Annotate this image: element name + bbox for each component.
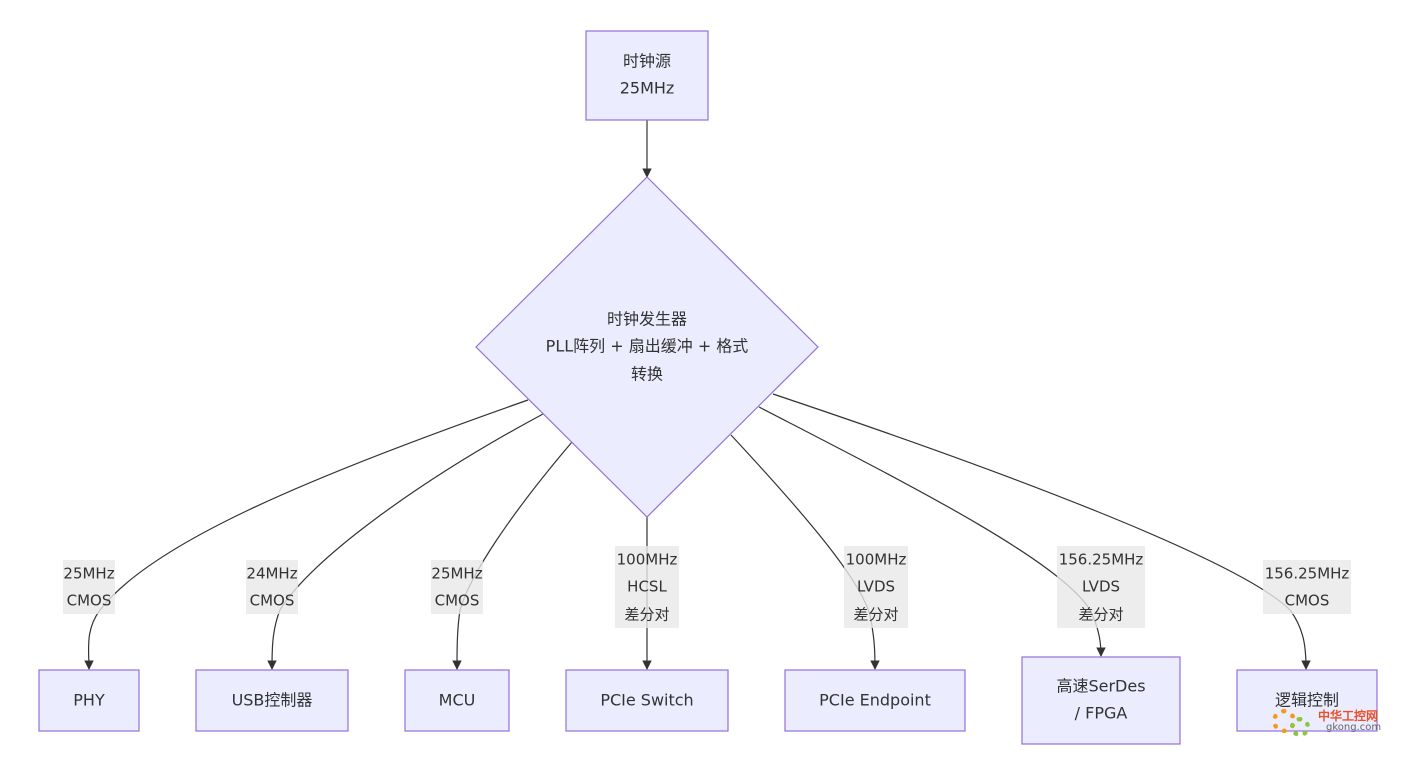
node-pcie-endpoint: PCIe Endpoint	[784, 669, 966, 732]
node-mcu-label: MCU	[439, 691, 476, 710]
node-logic-control-label: 逻辑控制	[1275, 691, 1339, 710]
edge-label-usb-line1: 24MHz	[246, 565, 297, 583]
node-logic-control: 逻辑控制	[1236, 669, 1378, 732]
edge-label-serdes-line2: LVDS	[1082, 578, 1120, 596]
node-mcu: MCU	[404, 669, 510, 732]
node-pcie-switch: PCIe Switch	[565, 669, 729, 732]
edge-label-pcie-endpoint-line3: 差分对	[853, 606, 898, 624]
node-clock-source: 时钟源 25MHz	[585, 30, 709, 121]
edge-label-pcie-endpoint: 100MHz LVDS 差分对	[844, 546, 908, 628]
edge-label-logic-line1: 156.25MHz	[1265, 565, 1350, 583]
edge-label-phy-line2: CMOS	[67, 592, 112, 610]
edge-to-serdes	[758, 406, 1106, 657]
edge-label-pcie-switch-line2: HCSL	[627, 578, 667, 596]
edge-label-pcie-endpoint-line1: 100MHz	[846, 551, 907, 569]
node-clock-generator: 时钟发生器 PLL阵列 + 扇出缓冲 + 格式 转换	[475, 176, 819, 518]
watermark-site-name: 中华工控网	[1318, 709, 1379, 723]
edge-to-phy	[84, 399, 529, 670]
edge-label-logic-line2: CMOS	[1285, 592, 1330, 610]
node-phy-label: PHY	[73, 691, 105, 710]
node-serdes-fpga-line2: / FPGA	[1075, 704, 1128, 723]
node-clock-generator-line3: 转换	[631, 365, 663, 384]
edge-label-serdes: 156.25MHz LVDS 差分对	[1057, 546, 1145, 628]
edge-to-mcu	[452, 441, 573, 670]
edge-label-pcie-switch: 100MHz HCSL 差分对	[615, 546, 679, 628]
node-clock-generator-line1: 时钟发生器	[607, 310, 687, 329]
edge-to-logic	[772, 393, 1311, 670]
edge-label-mcu-line1: 25MHz	[431, 565, 482, 583]
edge-label-usb: 24MHz CMOS	[246, 560, 298, 614]
edge-label-logic: 156.25MHz CMOS	[1263, 560, 1351, 614]
gear-icon	[1290, 717, 1310, 737]
edge-label-phy-line1: 25MHz	[63, 565, 114, 583]
node-usb-controller-label: USB控制器	[232, 691, 313, 710]
node-clock-source-line2: 25MHz	[620, 79, 675, 98]
watermark-domain: gkong.com	[1326, 722, 1382, 733]
node-usb-controller: USB控制器	[195, 669, 349, 732]
node-pcie-endpoint-label: PCIe Endpoint	[819, 691, 931, 710]
node-clock-generator-line2: PLL阵列 + 扇出缓冲 + 格式	[546, 337, 749, 356]
node-phy: PHY	[38, 669, 140, 732]
edge-label-serdes-line3: 差分对	[1078, 606, 1123, 624]
node-clock-source-line1: 时钟源	[623, 52, 671, 71]
watermark-logo: 中华工控网 gkong.com	[1268, 703, 1398, 743]
edge-label-pcie-endpoint-line2: LVDS	[857, 578, 895, 596]
edge-label-phy: 25MHz CMOS	[63, 560, 115, 614]
edge-label-pcie-switch-line1: 100MHz	[617, 551, 678, 569]
edge-label-pcie-switch-line3: 差分对	[624, 606, 669, 624]
node-pcie-switch-label: PCIe Switch	[600, 691, 693, 710]
edge-label-mcu: 25MHz CMOS	[431, 560, 483, 614]
edge-label-serdes-line1: 156.25MHz	[1059, 551, 1144, 569]
edge-label-usb-line2: CMOS	[250, 592, 295, 610]
node-serdes-fpga: 高速SerDes / FPGA	[1021, 656, 1181, 745]
edge-label-mcu-line2: CMOS	[435, 592, 480, 610]
node-serdes-fpga-line1: 高速SerDes	[1056, 677, 1145, 696]
edge-to-usb	[267, 413, 544, 670]
